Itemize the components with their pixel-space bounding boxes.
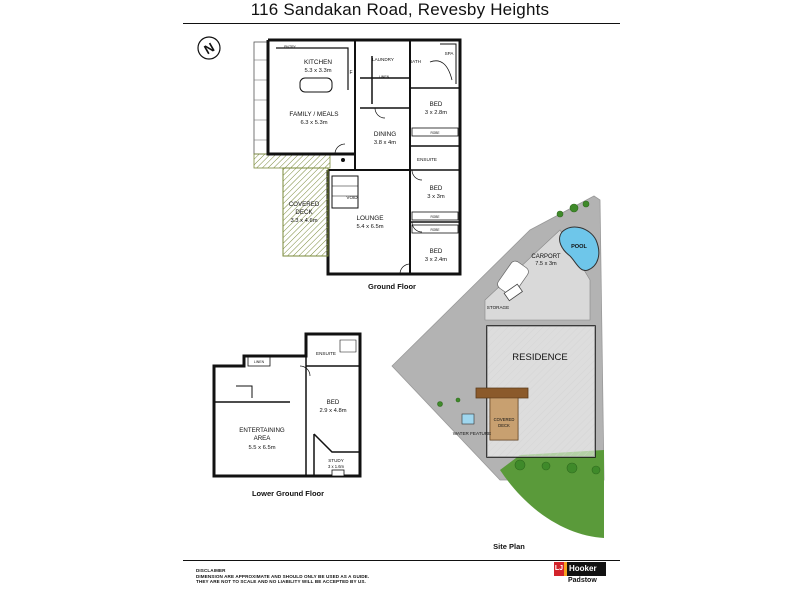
water-feature-icon — [461, 413, 475, 425]
entertaining-label-2: AREA — [254, 435, 272, 442]
study-label: STUDY — [328, 458, 344, 463]
lower-ground-floor-plan — [212, 332, 362, 478]
pantry-label: PNTRY — [284, 45, 296, 49]
residence-label: RESIDENCE — [512, 352, 567, 363]
logo-name: Hooker — [567, 562, 606, 576]
site-plan — [391, 195, 605, 538]
bed2-label: BED — [430, 185, 443, 192]
bed1-label: BED — [430, 101, 443, 108]
disclaimer-title: DISCLAIMER — [196, 568, 226, 573]
site-deck-label: COVERED — [494, 417, 515, 422]
bath-label: BATH — [409, 59, 421, 64]
tree-icons — [437, 200, 601, 475]
kitchen-label: KITCHEN — [304, 59, 332, 66]
logo-lj-mark: LJ — [554, 562, 564, 576]
entertaining-dims: 5.5 x 6.5m — [248, 445, 275, 451]
footer-rule — [183, 560, 620, 561]
carport-label: CARPORT — [531, 254, 561, 260]
lg-ensuite-label: ENSUITE — [316, 351, 336, 356]
dining-label: DINING — [374, 131, 396, 138]
kitchen-dims: 5.3 x 3.3m — [304, 68, 331, 74]
site-deck-label-2: DECK — [498, 423, 510, 428]
covered-deck-label-2: DECK — [295, 209, 313, 216]
pool-label: POOL — [571, 244, 587, 250]
lj-hooker-logo: LJ Hooker — [554, 562, 606, 576]
site-plan-caption: Site Plan — [493, 542, 525, 551]
fridge-label: F — [349, 70, 352, 76]
compass-label: N — [201, 40, 217, 58]
disclaimer: DISCLAIMER DIMENSION ARE APPROXIMATE AND… — [196, 568, 369, 585]
bed3-dims: 3 x 2.4m — [425, 257, 447, 263]
entertaining-label: ENTERTAINING — [239, 427, 285, 434]
linen-label: LINEN — [379, 75, 390, 79]
disclaimer-line-2: THEY ARE NOT TO SCALE AND NO LIABILITY W… — [196, 579, 366, 585]
lounge-label: LOUNGE — [357, 215, 384, 222]
spa-label: SPA — [445, 51, 455, 56]
void-label: VOID — [346, 195, 358, 200]
north-compass-icon: N — [197, 36, 221, 60]
covered-deck-area — [282, 167, 329, 257]
dining-dims: 3.8 x 4m — [374, 140, 396, 146]
logo-stripe — [564, 562, 567, 576]
covered-deck-label: COVERED — [289, 201, 320, 208]
lg-bed-label: BED — [327, 399, 340, 406]
disclaimer-line-1: DIMENSION ARE APPROXIMATE AND SHOULD ONL… — [196, 573, 370, 579]
family-dims: 6.3 x 5.3m — [300, 120, 327, 126]
lounge-dims: 5.4 x 6.5m — [356, 224, 383, 230]
carport-dims: 7.5 x 3m — [535, 261, 557, 267]
robe-label-2: ROBE — [430, 215, 439, 219]
title-underline — [183, 23, 620, 24]
covered-deck-dims: 3.3 x 4.6m — [290, 218, 317, 224]
storage-label: STORAGE — [487, 305, 509, 310]
lower-floor-caption: Lower Ground Floor — [252, 489, 324, 498]
water-feature-label: WATER FEATURE — [453, 431, 491, 436]
family-label: FAMILY / MEALS — [289, 111, 338, 118]
lawn-area — [500, 450, 604, 538]
robe-label-3: ROBE — [430, 228, 439, 232]
bed3-label: BED — [430, 248, 443, 255]
laundry-label: LAUNDRY — [372, 57, 394, 62]
bed2-dims: 3 x 3m — [427, 194, 445, 200]
pool-shape — [559, 226, 600, 271]
car-icon — [497, 260, 529, 296]
lg-bed-dims: 2.9 x 4.8m — [319, 408, 346, 414]
bed1-dims: 3 x 2.8m — [425, 110, 447, 116]
office-name: Padstow — [568, 577, 597, 584]
ground-floor-caption: Ground Floor — [368, 282, 416, 291]
ensuite-label: ENSUITE — [417, 157, 437, 162]
lg-linen-label: LINEN — [254, 360, 265, 364]
robe-label-1: ROBE — [430, 131, 439, 135]
study-dims: 3 x 1.6m — [328, 464, 345, 469]
page-title: 116 Sandakan Road, Revesby Heights — [250, 0, 550, 19]
